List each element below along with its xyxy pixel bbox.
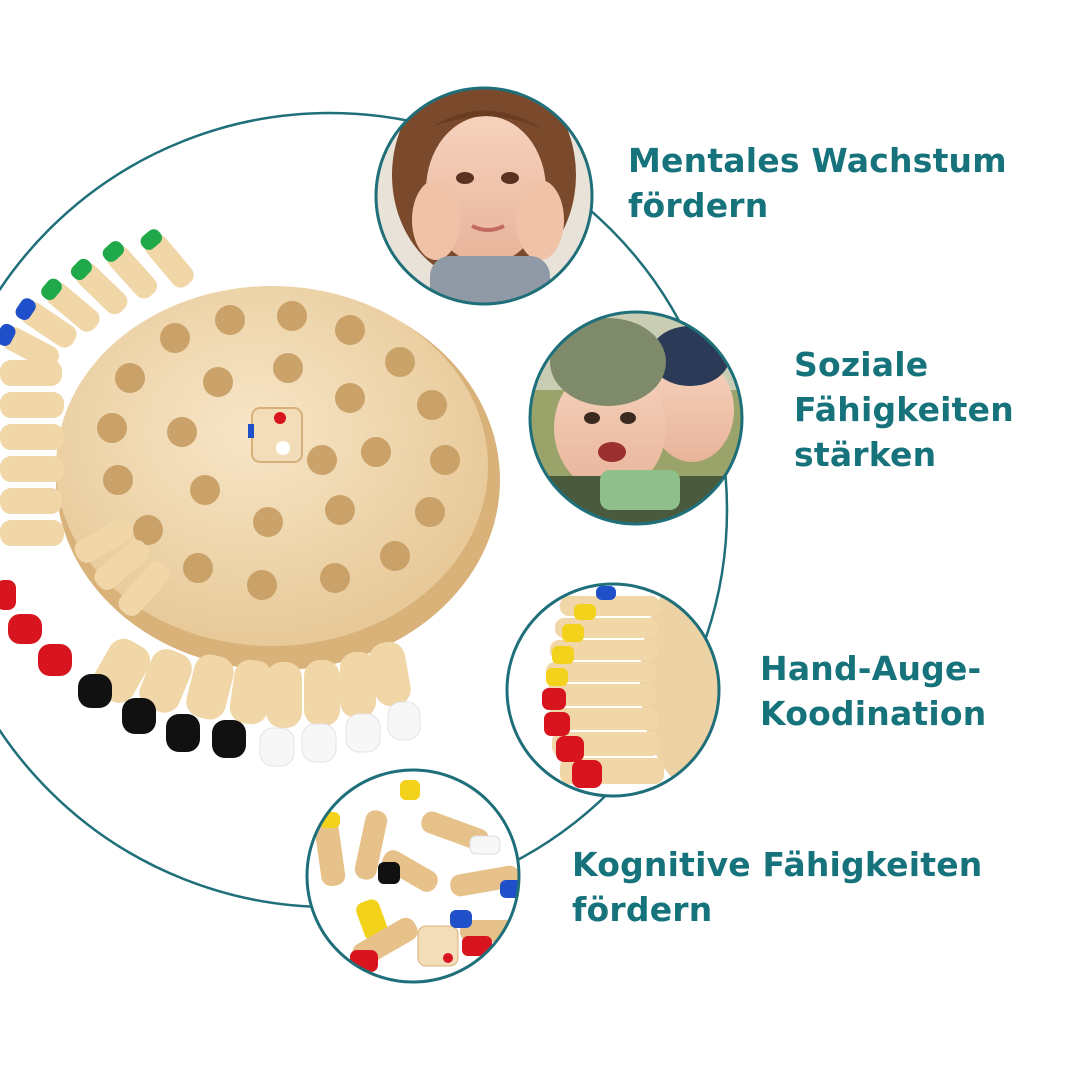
feature-label-line: Fähigkeiten — [794, 390, 1014, 429]
feature-label-mental-growth: Mentales Wachstum fördern — [628, 138, 1007, 228]
feature-label-line: fördern — [572, 890, 713, 929]
feature-label-social-skills: Soziale Fähigkeiten stärken — [794, 342, 1014, 477]
pegs-closeup-photo — [505, 582, 721, 798]
two-kids-laughing-photo — [528, 310, 744, 526]
feature-label-hand-eye: Hand-Auge- Koodination — [760, 646, 986, 736]
feature-label-line: Soziale — [794, 345, 929, 384]
peg-row-left — [0, 229, 194, 676]
feature-label-line: Koodination — [760, 694, 987, 733]
feature-label-line: stärken — [794, 435, 937, 474]
feature-label-line: Hand-Auge- — [760, 649, 982, 688]
feature-label-cognitive-skills: Kognitive Fähigkeiten fördern — [572, 842, 982, 932]
scattered-pegs-photo — [305, 768, 521, 984]
feature-label-line: fördern — [628, 186, 769, 225]
feature-label-line: Kognitive Fähigkeiten — [572, 845, 983, 884]
memory-game-board-photo — [0, 229, 500, 767]
peg-row-bottom — [78, 638, 421, 767]
feature-label-line: Mentales Wachstum — [628, 141, 1007, 180]
girl-thinking-photo — [374, 86, 594, 306]
